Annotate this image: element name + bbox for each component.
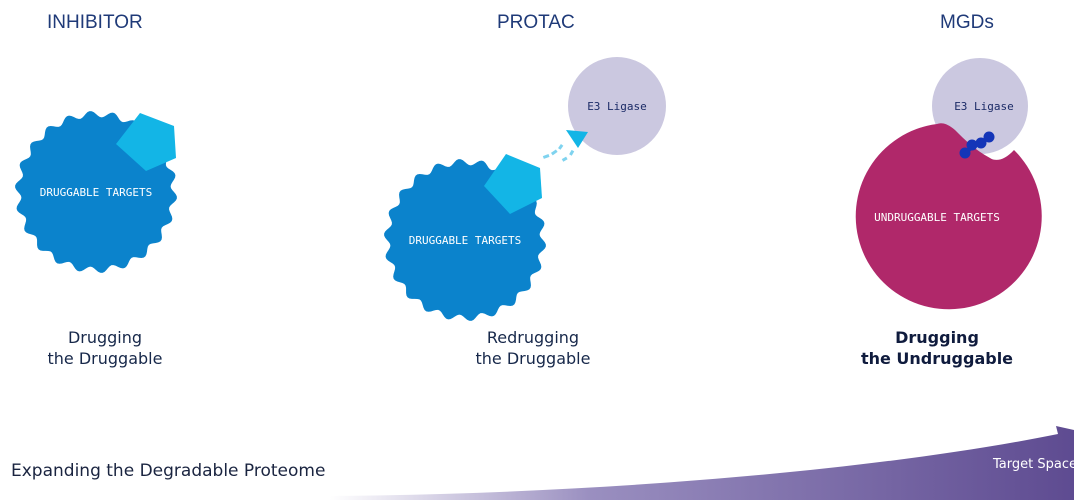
molecular-glue [959,131,995,159]
inhibitor-pentagon [116,113,176,171]
target-space-arrow [330,426,1074,500]
caption-line: Drugging [895,328,979,347]
inhibitor-header: INHIBITOR [47,12,143,33]
ligase-label: E3 Ligase [587,100,647,113]
expanding-proteome-label: Expanding the Degradable Proteome [11,461,326,481]
protac-caption: Redrugging the Druggable [458,327,608,369]
mgds-caption: Drugging the Undruggable [852,327,1022,369]
e3-ligase-circle [568,57,666,155]
mgds-header: MGDs [940,12,994,33]
protac-pentagon [484,154,542,214]
e3-ligase-circle [932,58,1028,154]
caption-line: Redrugging [486,328,580,347]
caption-line: the Undruggable [860,349,1014,368]
protac-header: PROTAC [497,12,575,33]
caption-line: Drugging [67,328,143,347]
caption-line: the Druggable [475,349,591,368]
linker-dots [542,143,575,162]
undruggable-target-shape [855,123,1042,310]
target-label: UNDRUGGABLE TARGETS [874,211,1000,224]
inhibitor-caption: Drugging the Druggable [30,327,180,369]
ligase-label: E3 Ligase [954,100,1014,113]
caption-line: the Druggable [47,349,163,368]
target-label: DRUGGABLE TARGETS [409,234,522,247]
target-label: DRUGGABLE TARGETS [40,186,153,199]
ligase-pointer-arrow [566,130,588,148]
target-space-label: Target Space [993,457,1074,472]
